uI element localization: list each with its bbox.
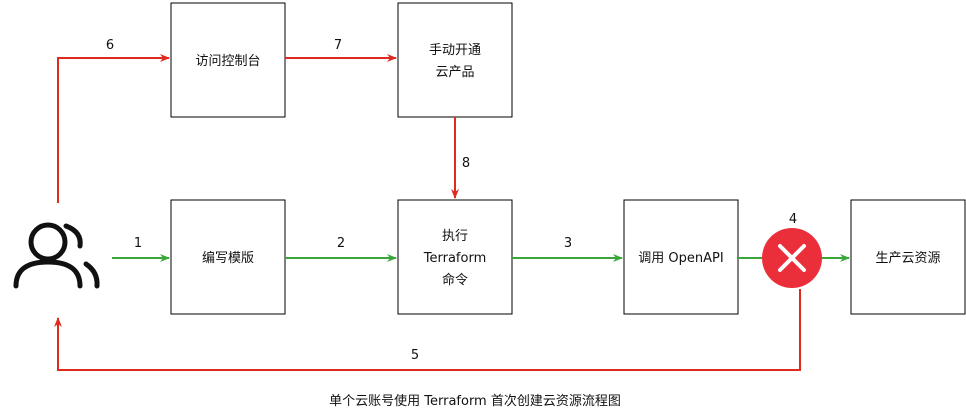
terraform-box: [397, 199, 513, 315]
users-icon: [13, 222, 100, 289]
step-label-7: 7: [334, 38, 342, 53]
console-label: 访问控制台: [195, 54, 260, 69]
step-label-2: 2: [337, 236, 345, 251]
produce-label: 生产云资源: [875, 251, 940, 266]
template-label: 编写模版: [202, 251, 254, 266]
manual-label-line2: 云产品: [435, 65, 474, 80]
step-label-6: 6: [106, 38, 114, 53]
step-label-1: 1: [134, 236, 142, 251]
manual-enable-box: [397, 2, 513, 118]
openapi-box: [623, 199, 739, 315]
terraform-label-line3: 命令: [442, 272, 468, 288]
step-label-3: 3: [564, 236, 572, 251]
terraform-label-line1: 执行: [442, 229, 468, 244]
produce-box: [850, 199, 966, 315]
console-box: [170, 2, 286, 118]
template-box: [170, 199, 286, 315]
step-label-5: 5: [411, 348, 419, 363]
diagram-caption: 单个云账号使用 Terraform 首次创建云资源流程图: [329, 393, 621, 409]
terraform-label-line2: Terraform: [423, 251, 486, 266]
step-label-8: 8: [462, 156, 470, 171]
error-x-icon: [762, 228, 822, 288]
arrow-step-6: [57, 54, 170, 203]
manual-label-line1: 手动开通: [429, 43, 481, 58]
arrow-step-5: [54, 289, 801, 371]
openapi-label: 调用 OpenAPI: [638, 251, 723, 266]
step-label-4: 4: [789, 212, 797, 227]
